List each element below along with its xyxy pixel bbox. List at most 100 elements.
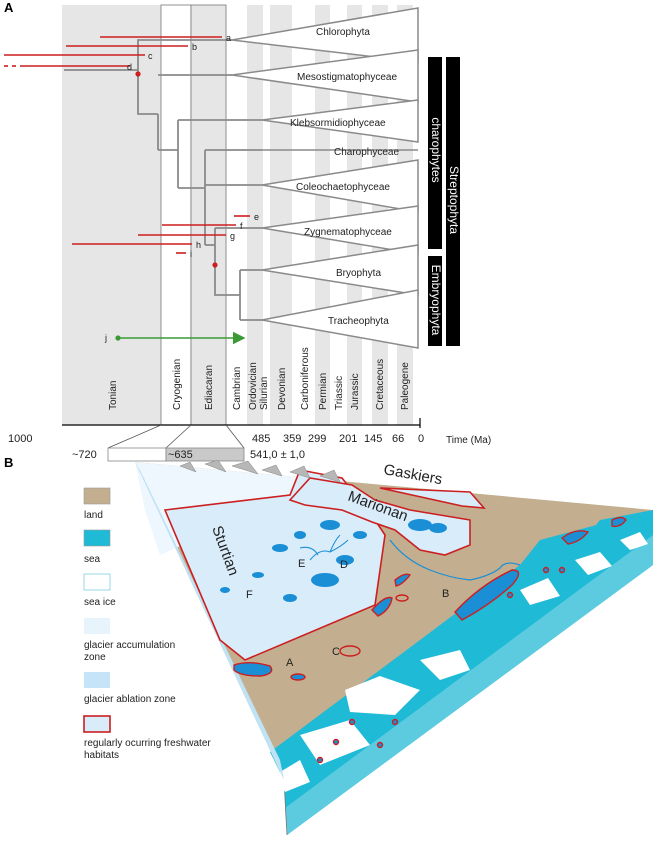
lake-6 xyxy=(320,520,340,530)
ice-floe-5 xyxy=(575,552,612,575)
habitat-dot-4 xyxy=(391,718,399,726)
clade-label-charophyceae: Charophyceae xyxy=(334,147,399,158)
arrow-j-start xyxy=(115,335,121,341)
clade-triangle-klebsormidiophyceae xyxy=(261,99,419,143)
tick-485: 485 xyxy=(252,433,270,445)
zoom-label-635: ~635 xyxy=(168,449,193,461)
period-ediacaran: Ediacaran xyxy=(204,365,215,410)
lake-3 xyxy=(294,531,306,539)
habitat-dot-2 xyxy=(558,566,566,574)
clade-label-mesostigmatophyceae: Mesostigmatophyceae xyxy=(297,72,397,83)
clade-label-zygnematophyceae: Zygnematophyceae xyxy=(304,227,392,238)
site-label-a: A xyxy=(286,657,294,669)
zoom-bar-cryogenian xyxy=(107,447,167,462)
habitat-dot-3 xyxy=(506,591,514,599)
band-ediacaran xyxy=(190,4,227,426)
site-labels: A B C D E F xyxy=(246,558,449,669)
clade-label-bryophyta: Bryophyta xyxy=(336,268,381,279)
embryophyta-bar xyxy=(428,256,442,346)
clade-label-coleochaetophyceae: Coleochaetophyceae xyxy=(296,182,390,193)
lake-11 xyxy=(429,523,447,533)
legend-swatch-sea-ice xyxy=(83,573,111,591)
marker-label-j: j xyxy=(104,333,107,343)
river-b xyxy=(389,539,521,581)
clade-triangles xyxy=(231,7,419,349)
legend-swatch-glacier-ablation xyxy=(84,672,110,688)
side-face-sea-lower xyxy=(285,535,653,835)
region-label-gaskiers: Gaskiers xyxy=(382,461,443,488)
embryophyta-label: Embryophyta xyxy=(429,265,443,336)
sturtian-glacier xyxy=(163,469,386,661)
habitat-dot-5 xyxy=(348,718,356,726)
period-permian: Permian xyxy=(318,373,329,410)
legend-label-freshwater-line2: habitats xyxy=(84,750,119,761)
habitat-a2 xyxy=(290,673,306,681)
clade-triangle-tracheophyta xyxy=(261,289,419,349)
marionan-glacier xyxy=(288,477,471,556)
tick-145: 145 xyxy=(364,433,382,445)
gaskiers-glacier xyxy=(379,487,486,509)
site-label-c: C xyxy=(332,646,340,658)
mountains xyxy=(179,459,341,483)
marker-label-d: d xyxy=(127,62,132,72)
lake-5 xyxy=(252,572,264,578)
panel-a-label: A xyxy=(4,0,14,15)
freshwater-habitats xyxy=(233,516,627,764)
site-label-b: B xyxy=(442,588,449,600)
tick-201: 201 xyxy=(339,433,357,445)
lake-10 xyxy=(408,519,432,531)
clade-triangle-zygnematophyceae xyxy=(261,205,419,255)
site-label-d: D xyxy=(340,559,348,571)
zoom-labels: ~720 ~635 541,0 ± 1,0 xyxy=(72,449,305,461)
clade-triangle-mesostigmatophyceae xyxy=(231,49,419,103)
marker-label-h: h xyxy=(196,240,201,250)
legend-label-glacier-ablation: glacier ablation zone xyxy=(84,694,176,705)
clade-triangle-chlorophyta xyxy=(231,7,419,63)
habitat-dot-6 xyxy=(376,741,384,749)
legend-label-sea: sea xyxy=(84,554,101,565)
freshwater-lakes xyxy=(220,519,447,602)
clade-triangle-coleochaetophyceae xyxy=(261,159,419,213)
ice-floe-6 xyxy=(620,532,648,550)
marker-label-c: c xyxy=(148,51,153,61)
period-cryogenian: Cryogenian xyxy=(172,359,183,410)
period-ordovician: Ordovician xyxy=(248,362,259,410)
glacier-left-edge xyxy=(135,462,284,780)
charophytes-label: charophytes xyxy=(429,117,443,182)
legend-label-freshwater-line1: regularly ocurring freshwater xyxy=(84,738,211,749)
habitat-b xyxy=(454,569,520,621)
time-axis-label: Time (Ma) xyxy=(446,435,491,446)
legend-label-sea-ice: sea ice xyxy=(84,597,116,608)
marker-label-e: e xyxy=(254,212,259,222)
time-axis-ticks: 1000 485 359 299 201 145 66 0 xyxy=(8,433,424,445)
legend-label-glacier-accumulation-line2: zone xyxy=(84,652,106,663)
habitat-dot-1 xyxy=(542,566,550,574)
charophytes-bar xyxy=(428,57,442,249)
lake-7 xyxy=(353,531,367,539)
zoom-label-541: 541,0 ± 1,0 xyxy=(250,449,305,461)
period-labels: Tonian Cryogenian Ediacaran Cambrian Ord… xyxy=(108,347,411,410)
site-label-f: F xyxy=(246,589,253,601)
ice-floe-1 xyxy=(345,676,420,715)
period-tonian: Tonian xyxy=(108,381,119,410)
phylogeny-branches xyxy=(64,39,262,321)
marker-label-f: f xyxy=(240,221,243,231)
sea-strip-upper xyxy=(580,510,653,548)
period-jurassic: Jurassic xyxy=(350,373,361,410)
marker-label-b: b xyxy=(192,42,197,52)
ice-floe-4 xyxy=(520,578,560,605)
legend-label-land: land xyxy=(84,510,103,521)
lake-9 xyxy=(283,594,297,602)
tick-0: 0 xyxy=(418,433,424,445)
tick-299: 299 xyxy=(308,433,326,445)
tick-359: 359 xyxy=(283,433,301,445)
block-diagram: Sturtian Marionan Gaskiers A B C D E F xyxy=(135,459,653,836)
group-bars: Streptophyta charophytes Embryophyta xyxy=(428,57,461,346)
streptophyta-bar xyxy=(446,57,460,346)
clade-triangle-bryophyta xyxy=(261,244,419,296)
habitat-sea-2 xyxy=(611,516,627,528)
marker-labels: a b c d e f g h i j xyxy=(104,33,259,343)
lake-1 xyxy=(311,573,339,587)
node-marker-chlorophyta xyxy=(135,71,141,77)
